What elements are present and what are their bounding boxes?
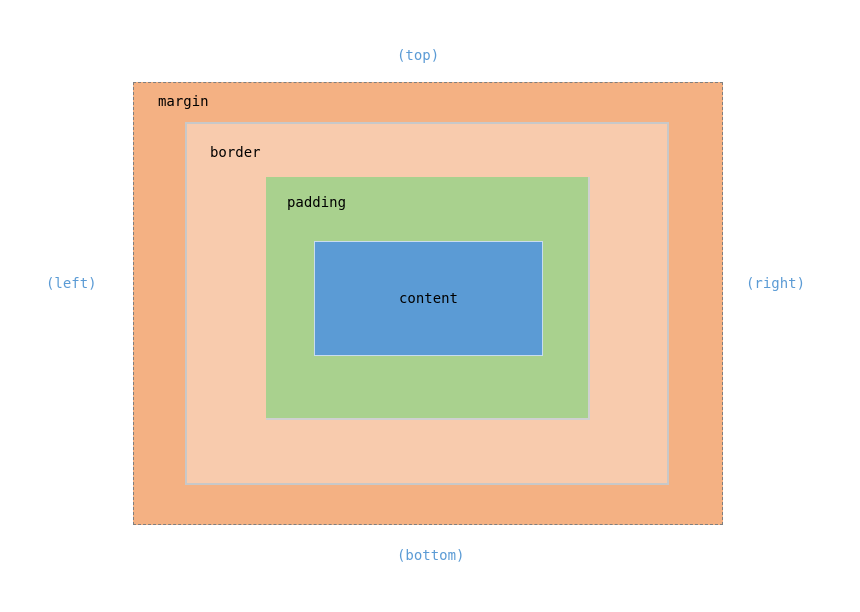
border-label: border (210, 145, 261, 161)
side-label-right: (right) (746, 276, 806, 292)
margin-label: margin (158, 94, 209, 110)
side-label-bottom: (bottom) (397, 548, 465, 564)
content-label: content (398, 290, 458, 307)
content-box: content (314, 241, 543, 356)
padding-label: padding (287, 195, 347, 211)
side-label-left: (left) (46, 276, 97, 292)
side-label-top: (top) (397, 48, 440, 64)
